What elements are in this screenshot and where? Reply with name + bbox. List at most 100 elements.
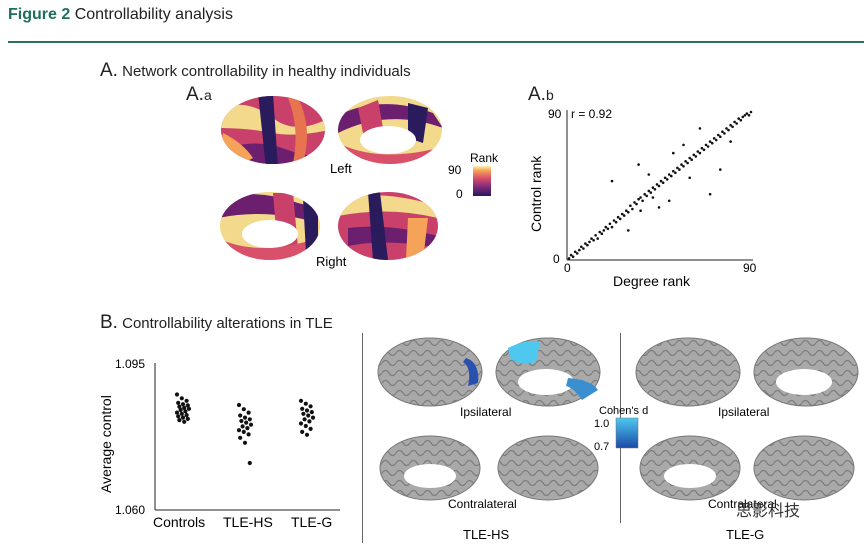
scatter-point: [731, 125, 734, 129]
strip-category-tle-g: TLE-G: [291, 514, 332, 530]
scatter-point: [655, 183, 659, 186]
strip-point: [310, 415, 316, 420]
tle-g-contra-lateral-brain: [753, 435, 855, 501]
strip-point: [304, 432, 310, 437]
scatter-point: [653, 188, 657, 191]
rank-colorbar-min: 0: [456, 187, 463, 201]
strip-point: [241, 429, 246, 434]
tle-hs-lateral-effect: [463, 358, 479, 386]
left-label: Left: [330, 161, 352, 176]
scatter-point: [614, 220, 618, 224]
scatter-point: [608, 222, 612, 226]
tle-hs-medial-effect-a: [508, 340, 540, 364]
scatter-point: [700, 146, 704, 150]
cohens-d-title: Cohen's d: [599, 405, 648, 417]
right-medial-wall: [242, 220, 298, 248]
scatter-point: [708, 192, 712, 196]
left-lateral-brain: [221, 96, 325, 164]
strip-point: [304, 408, 310, 413]
scatter-point: [723, 132, 726, 135]
tle-hs-ipsi-lateral-brain: [377, 337, 483, 407]
scatter-point: [610, 225, 614, 229]
strip-point: [182, 419, 187, 424]
strip-point: [185, 416, 190, 421]
scatter-point: [729, 123, 732, 127]
scatter-point: [578, 248, 581, 252]
strip-point: [246, 432, 251, 437]
scatter-point: [596, 237, 599, 240]
scatter-point: [663, 176, 667, 180]
strip-point: [298, 421, 304, 426]
scatter-point: [567, 257, 571, 260]
scatter-point: [641, 199, 644, 203]
scatter-point: [604, 225, 608, 229]
strip-y-tick-min: 1.060: [115, 503, 145, 517]
strip-point: [245, 426, 250, 431]
scatter-x-label: Degree rank: [613, 273, 691, 289]
scatter-point: [710, 141, 714, 145]
scatter-point: [647, 189, 651, 193]
scatter-point: [639, 209, 642, 212]
panel-a-title: Network controllability in healthy indiv…: [122, 63, 411, 80]
strip-y-tick-max: 1.095: [115, 357, 145, 371]
scatter-point: [635, 202, 638, 206]
panel-a-letter: A.: [100, 60, 118, 81]
scatter-point: [735, 122, 738, 125]
scatter-point: [702, 148, 706, 152]
panel-aa-sub: a: [203, 87, 212, 103]
strip-point: [179, 396, 184, 401]
scatter-point: [727, 128, 730, 132]
tle-g-ipsi-medial-wall: [776, 369, 832, 395]
scatter-point: [598, 230, 601, 234]
strip-point: [238, 413, 243, 418]
average-control-stripplot: 1.095 1.060 Average control Controls TLE…: [98, 357, 340, 530]
scatter-point: [688, 156, 691, 160]
strip-point: [300, 429, 305, 434]
strip-point: [182, 405, 187, 410]
scatter-point: [667, 199, 671, 203]
strip-point: [184, 413, 189, 418]
tle-hs-medial-effect-b: [566, 378, 598, 400]
scatter-point: [698, 127, 702, 130]
scatter-points: [567, 110, 753, 260]
scatter-point: [676, 166, 679, 170]
scatter-point: [706, 145, 710, 148]
figure-label: Figure 2: [8, 6, 71, 23]
panel-b-letter: B.: [100, 312, 118, 333]
scatter-point: [616, 215, 620, 219]
tle-g-ipsi-lateral-brain: [635, 337, 741, 407]
scatter-y-tick-min: 0: [553, 252, 560, 266]
scatter-point: [639, 196, 642, 199]
panel-ab-label: A.b: [528, 84, 554, 106]
scatter-point: [622, 214, 626, 217]
tle-hs-group-label: TLE-HS: [463, 527, 510, 542]
scatter-point: [688, 176, 691, 180]
scatter-point: [657, 184, 661, 188]
strip-point: [180, 402, 186, 407]
scatter-point: [651, 196, 655, 199]
panel-b-heading: B. Controllability alterations in TLE: [100, 312, 333, 334]
panel-ab-letter: A.: [528, 84, 546, 105]
scatter-point: [694, 155, 698, 158]
scatter-point: [637, 163, 640, 166]
strip-point: [247, 417, 252, 422]
scatter-point: [667, 173, 671, 176]
scatter-point: [631, 207, 634, 211]
scatter-point: [714, 138, 718, 142]
strip-point: [307, 419, 312, 424]
panel-aa-label: A.a: [186, 84, 212, 106]
strip-point: [300, 406, 305, 411]
scatter-point: [725, 127, 728, 130]
strip-point: [241, 407, 246, 412]
scatter-point: [612, 219, 616, 222]
strip-point: [248, 422, 254, 427]
scatter-point: [620, 212, 624, 216]
scatter-annotation: r = 0.92: [571, 107, 612, 121]
healthy-brain-renders: Left Right Rank 90 0: [220, 96, 499, 269]
scatter-point: [573, 250, 577, 254]
rank-colorbar-max: 90: [448, 163, 462, 177]
tle-hs-contralateral-label: Contralateral: [448, 497, 517, 511]
strip-point: [244, 420, 249, 425]
scatter-point: [571, 255, 575, 258]
tle-g-contralateral-label: Contralateral: [708, 497, 777, 511]
